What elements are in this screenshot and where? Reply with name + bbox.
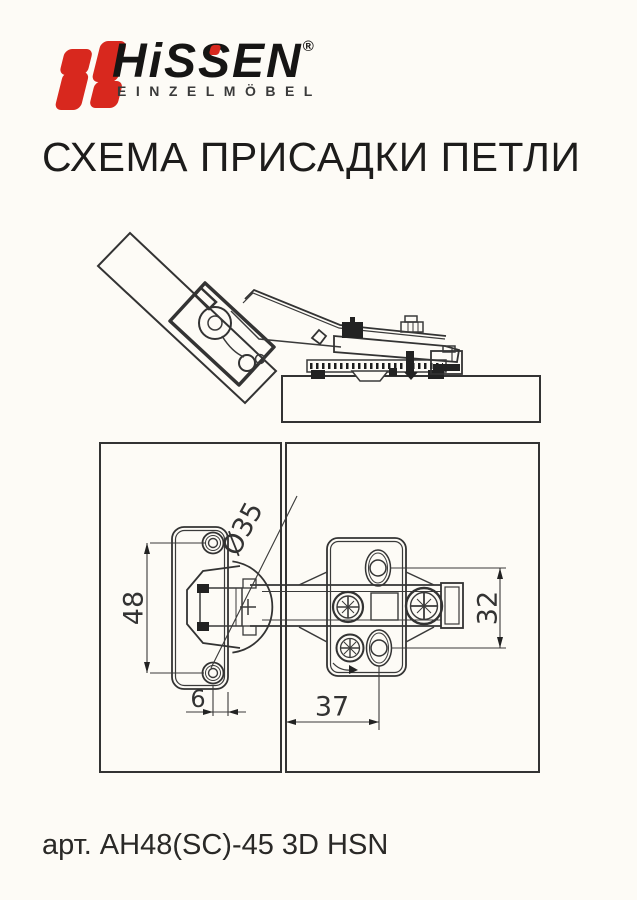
- plate-slot-top: [364, 549, 392, 587]
- registered-trademark-icon: ®: [302, 38, 314, 55]
- article-number: арт. AH48(SC)-45 3D HSN: [42, 829, 389, 861]
- plate-square-window: [370, 592, 399, 621]
- pozi-screw-left: [331, 590, 365, 624]
- side-view-drawing: [96, 231, 541, 423]
- cup-flange: [171, 526, 229, 690]
- dim-label-48: 48: [119, 591, 150, 625]
- dimension-37: 37: [286, 666, 380, 730]
- cabinet-panel-side: [281, 375, 541, 423]
- cup-bore-circle: [232, 560, 274, 654]
- brand-name: HiSSEN: [112, 35, 303, 88]
- page-title: СХЕМА ПРИСАДКИ ПЕТЛИ: [42, 134, 581, 180]
- pozi-screw-bottom: [332, 633, 365, 674]
- top-view-drawing: 48 Ø35 6 37: [99, 442, 540, 773]
- brand-subtitle: EINZELMÖBEL: [117, 83, 322, 99]
- pozi-screw-right: [404, 586, 444, 626]
- dimension-6: 6: [186, 685, 246, 716]
- hinge-cup-side: [168, 281, 276, 387]
- dimension-48: 48: [119, 542, 206, 674]
- dim-label-6: 6: [190, 685, 205, 713]
- arm-end-cap: [440, 582, 464, 629]
- dim-label-d35: Ø35: [216, 497, 269, 561]
- door-panel-side: [96, 231, 278, 405]
- arm-adjust-hole: [310, 328, 328, 346]
- dim-label-32: 32: [473, 591, 504, 625]
- dimension-32: 32: [391, 567, 506, 649]
- cup-center-mark: [240, 599, 256, 615]
- dim-label-37: 37: [315, 692, 349, 723]
- hinge-arm-side: [244, 288, 447, 337]
- door-panel-top: [99, 442, 282, 773]
- cabinet-panel-top: [285, 442, 540, 773]
- arm-clamp-block: [342, 317, 363, 338]
